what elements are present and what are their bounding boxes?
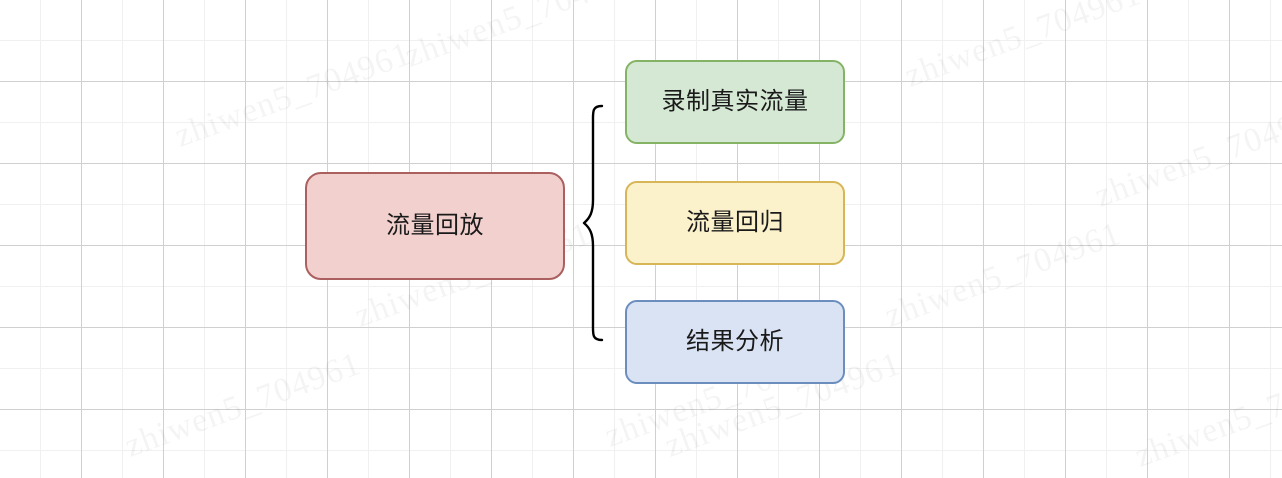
watermark-text: zhiwen5_704961	[120, 345, 366, 466]
brace-path	[582, 104, 604, 342]
watermark-text: zhiwen5_704961	[170, 35, 416, 156]
node-label: 流量回归	[686, 208, 784, 236]
node-label: 结果分析	[686, 327, 784, 355]
node-record-real-traffic[interactable]: 录制真实流量	[625, 60, 845, 144]
watermark-text: zhiwen5_704961	[400, 0, 646, 76]
watermark-text: zhiwen5_704961	[1090, 95, 1282, 216]
node-traffic-regression[interactable]: 流量回归	[625, 181, 845, 265]
node-source-traffic-replay[interactable]: 流量回放	[305, 172, 565, 280]
watermark-text: zhiwen5_704961	[880, 215, 1126, 336]
curly-brace-connector	[582, 104, 604, 342]
node-label: 录制真实流量	[661, 87, 809, 115]
node-result-analysis[interactable]: 结果分析	[625, 300, 845, 384]
watermark-text: zhiwen5_704961	[900, 0, 1146, 96]
watermark-text: zhiwen5_704961	[1130, 355, 1282, 476]
node-label: 流量回放	[386, 211, 484, 239]
